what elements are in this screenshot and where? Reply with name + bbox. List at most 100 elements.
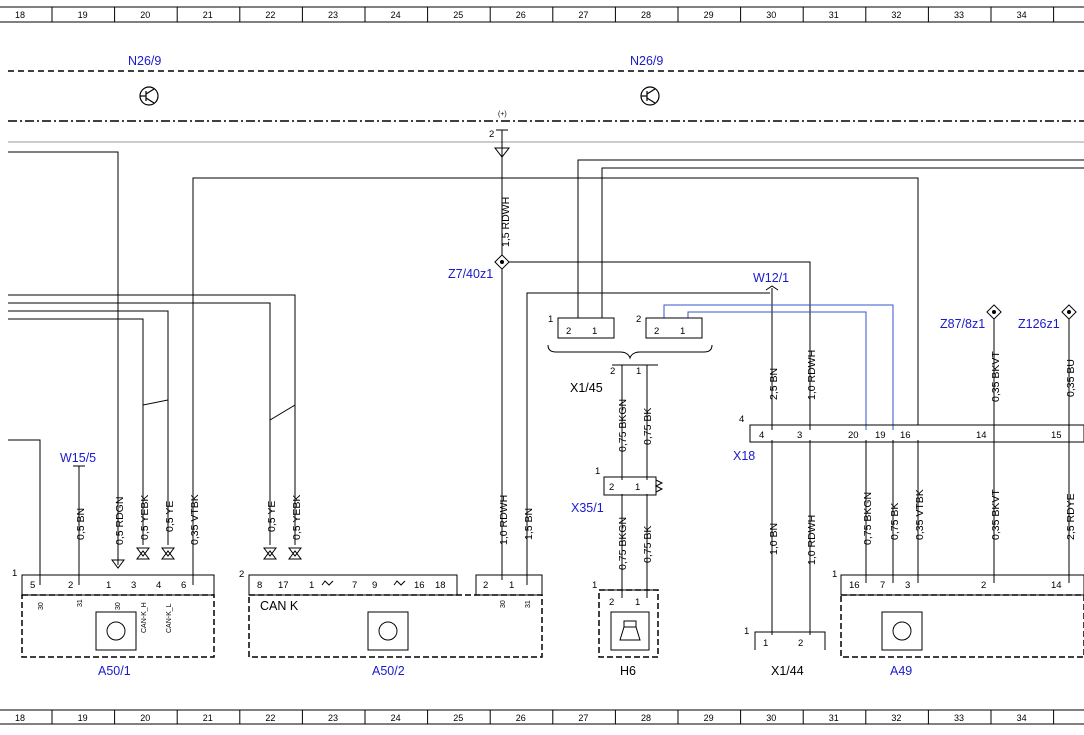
pin-label: 1 [744,626,749,637]
h6-component [598,589,659,658]
bottom-ruler-label: 18 [15,713,25,723]
a49-ref[interactable]: A49 [890,664,912,678]
pin-label: 20 [848,430,859,441]
a49-component [840,574,1084,658]
n26-left-ref[interactable]: N26/9 [128,54,161,68]
splice-icon [494,254,510,270]
bottom-ruler-label: 26 [516,713,526,723]
wire-label: 0,5 YE [266,501,278,532]
pin-label: 1 [680,326,685,337]
pin-label: 1 [106,580,111,591]
bottom-ruler-label: 32 [891,713,901,723]
wire-label: 0,35 VTBK [914,489,926,540]
x35-ref[interactable]: X35/1 [571,501,604,515]
bottom-ruler-label: 33 [954,713,964,723]
pin-label: 1 [509,580,514,591]
wire-label: 1,0 RDWH [806,350,818,400]
blue-wires [663,304,894,430]
pin-label: 31 [77,599,84,607]
n26-right-ref[interactable]: N26/9 [630,54,663,68]
bottom-ruler-label: 28 [641,713,651,723]
pin-label: 9 [372,580,377,591]
wire-label: 0,75 BKGN [617,399,629,452]
x35-connector [603,476,664,496]
pin-label: 2 [483,580,488,591]
pin-label: 1 [309,580,314,591]
pin-label: 17 [278,580,289,591]
pin-label: 2 [239,569,244,580]
wire-label: 0,35 BKVT [990,489,1002,540]
wire-label: 0,5 RDGN [114,497,126,545]
plus-label: (+) [498,111,507,118]
pin-label: 1 [548,314,553,325]
pin-label: 14 [976,430,987,441]
pin-label: 1 [635,597,640,608]
pin-label: 2 [981,580,986,591]
wire-label: 2,5 BN [768,368,780,400]
top-ruler-label: 18 [15,10,25,20]
pin-label: 2 [609,482,614,493]
top-ruler-label: 23 [328,10,338,20]
bottom-ruler-label: 25 [453,713,463,723]
x18-connector [749,424,1084,443]
wire-label: 0,5 BN [75,508,87,540]
pin-label: 1 [595,466,600,477]
pin-label: 18 [435,580,446,591]
pin-label: 30 [38,602,45,610]
a50-1-ref[interactable]: A50/1 [98,664,131,678]
connector-icon [493,129,511,158]
wire-label: 0,75 BKGN [617,517,629,570]
pin-label: 2 [609,597,614,608]
pin-label: 4 [759,430,764,441]
pin-label: 30 [115,602,122,610]
x18-ref[interactable]: X18 [733,449,755,463]
top-ruler [0,6,1084,23]
wire-label: 0,75 BK [889,503,901,540]
z126-ref[interactable]: Z126z1 [1018,317,1060,331]
bottom-ruler-label: 19 [78,713,88,723]
top-ruler-label: 32 [891,10,901,20]
pin-label: 2 [566,326,571,337]
z87-ref[interactable]: Z87/8z1 [940,317,985,331]
wire-break-icon [321,580,406,586]
x1-44-label: X1/44 [771,664,804,678]
w12-ref[interactable]: W12/1 [753,271,789,285]
bottom-ruler-label: 22 [265,713,275,723]
bottom-ruler-label: 20 [140,713,150,723]
pin-label: 3 [905,580,910,591]
wire-label: 2,5 RDYE [1065,493,1077,540]
bottom-ruler-label: 30 [766,713,776,723]
w15-ref[interactable]: W15/5 [60,451,96,465]
z7-ref[interactable]: Z7/40z1 [448,267,493,281]
top-ruler-label: 20 [140,10,150,20]
pin-label: 1 [763,638,768,649]
a50-2-ref[interactable]: A50/2 [372,664,405,678]
pin-label: 1 [592,326,597,337]
top-ruler-label: 28 [641,10,651,20]
wire-label: 0,5 YEBK [139,495,151,540]
dashed-boundary [8,70,1084,122]
pin-label: 16 [900,430,911,441]
bottom-ruler-label: 29 [704,713,714,723]
pin-label: 2 [798,638,803,649]
bottom-ruler-label: 34 [1017,713,1027,723]
wire-label: 0,5 YE [164,501,176,532]
splice-icon [765,285,779,291]
a50-1-component [21,574,215,658]
pin-label: 4 [739,414,744,425]
pin-label: 7 [352,580,357,591]
pin-label: 1 [635,482,640,493]
top-ruler-label: 27 [578,10,588,20]
pin-label: 16 [414,580,425,591]
pin-label: 2 [68,580,73,591]
a50-2-component [248,574,543,658]
pin-label: 3 [797,430,802,441]
wire-label: 1,0 RDWH [806,515,818,565]
wire-label: 1,5 BN [523,508,535,540]
h6-label: H6 [620,664,636,678]
bottom-ruler-label: 24 [391,713,401,723]
pin-label: CAN-K_L [166,603,173,633]
top-ruler-label: 26 [516,10,526,20]
wire-label: 0,35 BKVT [990,351,1002,402]
